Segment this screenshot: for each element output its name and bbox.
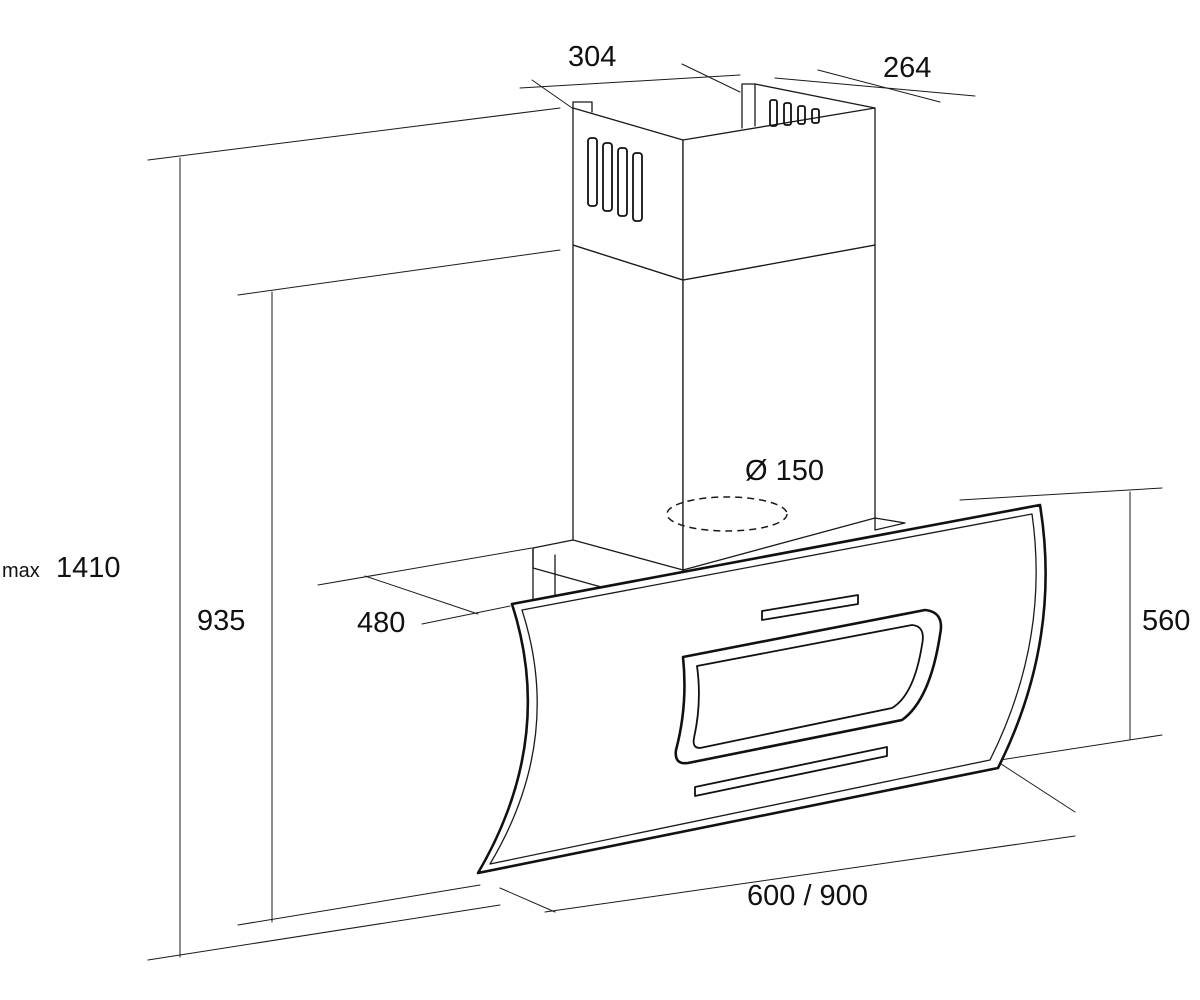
glass-height-top-extension <box>959 487 1163 501</box>
chimney-upper-side <box>682 107 876 281</box>
filter-frame-outer <box>674 608 943 765</box>
chimney-depth-extension <box>817 69 941 103</box>
glass-panel-inner-edge <box>489 513 1037 865</box>
glass-panel-outline <box>476 503 1047 875</box>
hood-width-extension-left <box>499 887 556 913</box>
vent-slot-rear <box>769 99 778 127</box>
chimney-width-dimension-line <box>519 74 741 89</box>
chimney-depth-dimension-line <box>774 77 976 97</box>
bottom-light-strip <box>694 746 888 797</box>
vent-slot <box>617 147 628 217</box>
filter-frame-inner <box>692 624 924 749</box>
glass-height-bottom-extension <box>999 734 1163 761</box>
hood-depth-label: 480 <box>357 607 405 639</box>
chimney-lower-front <box>572 244 684 571</box>
hood-back-box <box>532 517 906 601</box>
max-prefix-label: max <box>2 560 40 582</box>
hood-width-extension-right <box>997 761 1076 813</box>
chimney-flange-right <box>741 83 876 129</box>
glass-panel <box>476 496 1047 875</box>
min-height-label: 935 <box>197 605 245 637</box>
max-height-top-extension <box>147 107 561 161</box>
chimney-width-extension-left <box>531 79 576 111</box>
vent-slot-rear <box>783 102 792 126</box>
hood-depth-dimension-line <box>364 575 479 615</box>
max-height-bottom-extension <box>147 904 501 961</box>
chimney-lower-side <box>682 244 876 571</box>
chimney-flange-left <box>572 101 593 113</box>
duct-outlet-outline <box>666 496 788 532</box>
min-height-top-extension <box>237 249 561 296</box>
glass-height-label: 560 <box>1142 605 1190 637</box>
max-height-label: 1410 <box>56 552 121 584</box>
hood-box-right-corner <box>874 517 906 531</box>
dimension-labels: 304 264 Ø 150 max 1410 935 480 560 600 /… <box>2 41 1190 912</box>
hood-depth-extension-bottom <box>421 605 511 625</box>
vent-slot-rear <box>811 108 820 124</box>
duct-diameter-label: Ø 150 <box>745 455 824 487</box>
vent-slot <box>587 137 598 207</box>
hood-depth-extension-top <box>317 547 533 586</box>
chimney <box>572 83 876 571</box>
vent-slot-rear <box>797 105 806 125</box>
min-height-bottom-extension <box>237 884 481 926</box>
vent-slot <box>632 152 643 222</box>
dimension-lines <box>147 63 1163 961</box>
chimney-depth-label: 264 <box>883 52 931 84</box>
hood-width-label: 600 / 900 <box>747 880 868 912</box>
hood-width-dimension-line <box>544 835 1076 913</box>
chimney-width-label: 304 <box>568 41 616 73</box>
vent-slot <box>602 142 613 212</box>
chimney-width-extension-right <box>681 63 741 93</box>
top-light-strip <box>761 594 859 621</box>
